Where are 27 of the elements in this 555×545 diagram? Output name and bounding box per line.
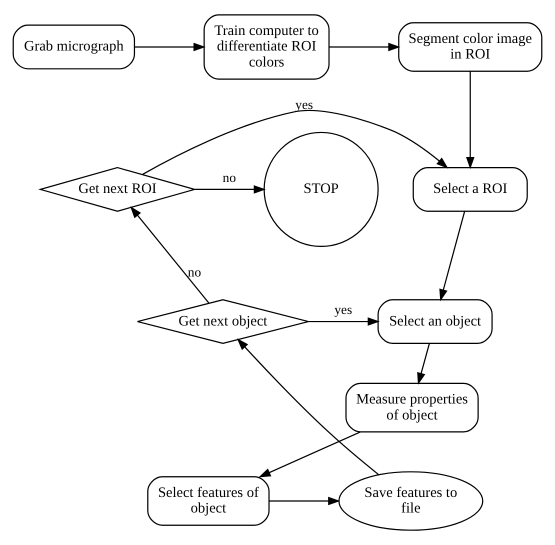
- arrow: [195, 185, 266, 194]
- node-box: Measure properties of object: [345, 382, 479, 432]
- arrow: [439, 211, 466, 302]
- arrow: [134, 42, 206, 52]
- node-box: Grab micrograph: [12, 24, 136, 70]
- arrow: [130, 206, 210, 304]
- node-box: Train computer to differentiate ROI colors: [204, 14, 330, 80]
- edge-label: yes: [334, 302, 352, 318]
- arrow: [269, 496, 340, 506]
- node-circle: STOP: [264, 132, 379, 247]
- node-box: Segment color image in ROI: [398, 22, 542, 72]
- arrow: [308, 317, 380, 326]
- node-box: Select an object: [378, 299, 493, 344]
- arrow: [466, 71, 474, 170]
- arrow: [236, 338, 380, 476]
- edge-label: no: [188, 264, 202, 280]
- arrow: [329, 42, 400, 52]
- node-diamond: Get next ROI: [38, 166, 197, 212]
- arrow: [142, 110, 448, 175]
- node-ellipse: Save features to file: [338, 471, 484, 531]
- node-diamond: Get next object: [136, 299, 310, 344]
- arrow: [258, 431, 360, 478]
- node-box: Select features of object: [147, 476, 270, 526]
- node-box: Select a ROI: [412, 166, 528, 212]
- edge-label: yes: [295, 97, 314, 112]
- arrow: [417, 343, 430, 385]
- edge-label: no: [222, 170, 236, 185]
